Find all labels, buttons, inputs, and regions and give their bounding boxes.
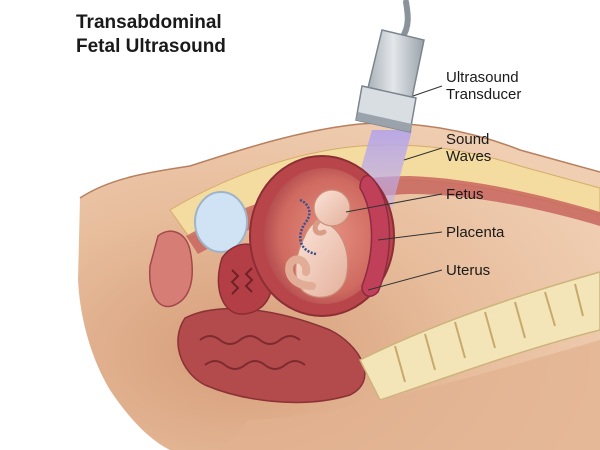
bladder bbox=[194, 191, 248, 253]
label-placenta: Placenta bbox=[446, 224, 505, 241]
label-transducer-line-2: Transducer bbox=[446, 86, 522, 103]
diagram-title: Transabdominal Fetal Ultrasound bbox=[76, 11, 226, 59]
label-transducer-line-1: Ultrasound bbox=[446, 69, 519, 86]
label-uterus: Uterus bbox=[446, 262, 491, 279]
spine bbox=[358, 271, 600, 401]
fetus-arm bbox=[312, 219, 327, 236]
vertebrae-lines bbox=[394, 283, 584, 383]
leader-fetus bbox=[345, 193, 443, 213]
leader-waves bbox=[403, 147, 443, 161]
leader-transducer bbox=[412, 85, 443, 97]
fetus-head bbox=[313, 189, 351, 227]
bowel bbox=[177, 307, 366, 404]
label-waves-line-2: Waves bbox=[446, 148, 492, 165]
fetus bbox=[285, 189, 351, 298]
bowel-folds bbox=[199, 335, 306, 370]
transducer-handle bbox=[367, 29, 425, 99]
label-waves-line-1: Sound bbox=[446, 131, 490, 148]
placenta bbox=[359, 174, 391, 297]
lower-back-skin bbox=[220, 340, 600, 450]
vaginal-canal bbox=[148, 230, 193, 308]
leader-placenta bbox=[377, 231, 443, 241]
label-ultrasound-transducer: Ultrasound Transducer bbox=[446, 69, 521, 103]
label-fetus: Fetus bbox=[446, 186, 484, 203]
skin-outline bbox=[79, 122, 600, 199]
fetus-leg bbox=[285, 255, 316, 290]
title-line-2: Fetal Ultrasound bbox=[76, 36, 226, 57]
ultrasound-transducer bbox=[355, 0, 425, 133]
title-line-1: Transabdominal bbox=[76, 12, 222, 33]
transducer-face bbox=[356, 112, 412, 132]
label-sound-waves: Sound Waves bbox=[446, 131, 491, 165]
umbilical-cord bbox=[299, 198, 317, 256]
transducer-cable bbox=[399, 0, 411, 41]
cervix-folds bbox=[230, 267, 254, 295]
fetus-body bbox=[295, 221, 349, 298]
leader-uterus bbox=[367, 269, 443, 291]
